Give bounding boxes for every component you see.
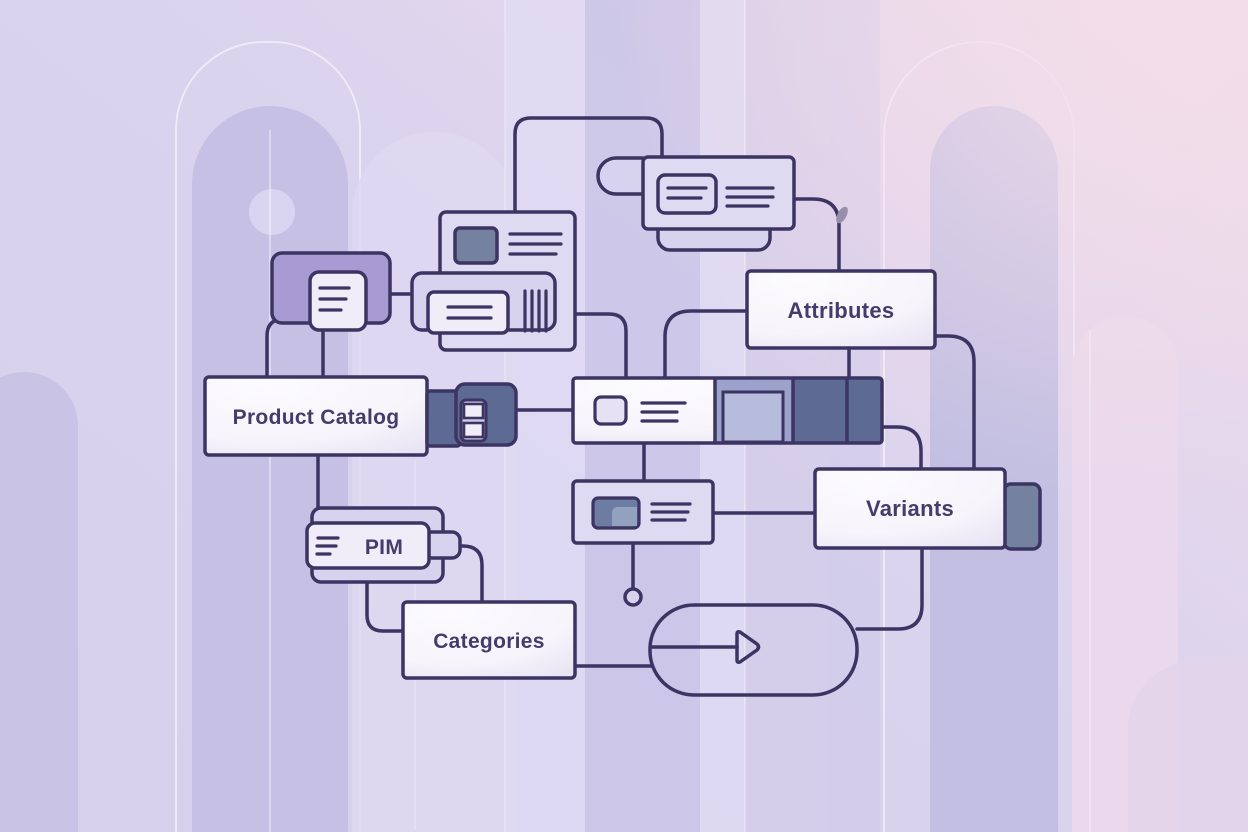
plug-pin-top bbox=[462, 402, 485, 420]
connector-endpoint-dot bbox=[623, 587, 643, 607]
categories-box bbox=[401, 600, 577, 680]
connector-pimtab-categories bbox=[456, 544, 484, 606]
document-mini-card bbox=[426, 290, 510, 335]
bar-dark-segment bbox=[793, 378, 882, 443]
leaf-icon bbox=[836, 206, 848, 224]
list-lines-icon bbox=[318, 286, 351, 312]
media-thumbnail-highlight bbox=[612, 507, 637, 526]
connector-capsule-variants bbox=[855, 545, 924, 631]
plug-pin-bottom bbox=[462, 421, 485, 439]
attributes-label: Attributes bbox=[788, 298, 895, 323]
categories-label: Categories bbox=[433, 630, 545, 653]
arrow-right-icon bbox=[650, 630, 761, 664]
categories-node: Categories bbox=[401, 600, 577, 680]
document-stack-icon bbox=[410, 210, 577, 352]
thumb-text-lines-icon bbox=[666, 186, 708, 200]
connector-bar-variants bbox=[881, 425, 923, 472]
attributes-box bbox=[745, 269, 937, 350]
content-card bbox=[641, 155, 796, 231]
filter-lines-icon bbox=[315, 536, 340, 556]
variants-side-tab bbox=[1002, 482, 1042, 551]
connector-pim-categories bbox=[365, 579, 407, 633]
product-catalog-node: Product Catalog bbox=[203, 375, 429, 457]
bar-checkbox-icon bbox=[593, 395, 628, 426]
bar-text-lines-icon bbox=[640, 401, 687, 423]
content-card-icon bbox=[596, 155, 796, 252]
plug-connector-icon bbox=[425, 382, 518, 448]
barcode-lines-icon bbox=[523, 289, 548, 333]
attributes-node: Attributes bbox=[745, 269, 937, 350]
connector-topcard-attributes bbox=[791, 197, 841, 273]
arch-corner bbox=[1128, 660, 1248, 832]
connector-cardstack-bar bbox=[574, 312, 628, 381]
variants-label: Variants bbox=[866, 496, 954, 521]
connector-cardstack-topcard bbox=[513, 116, 664, 214]
media-card-icon bbox=[571, 479, 715, 545]
browser-window-icon bbox=[270, 251, 392, 332]
mini-text-lines-icon bbox=[446, 305, 493, 320]
product-bar-icon bbox=[571, 376, 884, 445]
text-lines-icon bbox=[508, 232, 563, 256]
bar-outline bbox=[571, 376, 884, 445]
background-circle bbox=[249, 189, 295, 235]
pim-front-card bbox=[305, 521, 431, 570]
capsule-outline bbox=[648, 603, 859, 697]
flow-capsule bbox=[648, 603, 859, 697]
arrow-head bbox=[735, 630, 761, 664]
arch-far-left bbox=[0, 372, 78, 832]
connector-lines bbox=[265, 116, 976, 668]
connector-bar-attributes-left bbox=[663, 309, 751, 381]
media-text-lines-icon bbox=[650, 502, 692, 522]
content-thumb-frame bbox=[656, 173, 718, 215]
card-text-lines-icon bbox=[725, 186, 775, 208]
variants-node: Variants bbox=[813, 467, 1042, 551]
pim-label: PIM bbox=[365, 536, 403, 559]
connector-attributes-variants bbox=[932, 334, 976, 472]
variants-box bbox=[813, 467, 1007, 550]
bar-window-pane bbox=[721, 390, 785, 444]
image-placeholder-icon bbox=[453, 226, 499, 265]
list-panel bbox=[308, 270, 368, 332]
pim-node: PIM bbox=[305, 506, 462, 584]
product-catalog-label: Product Catalog bbox=[233, 406, 400, 429]
